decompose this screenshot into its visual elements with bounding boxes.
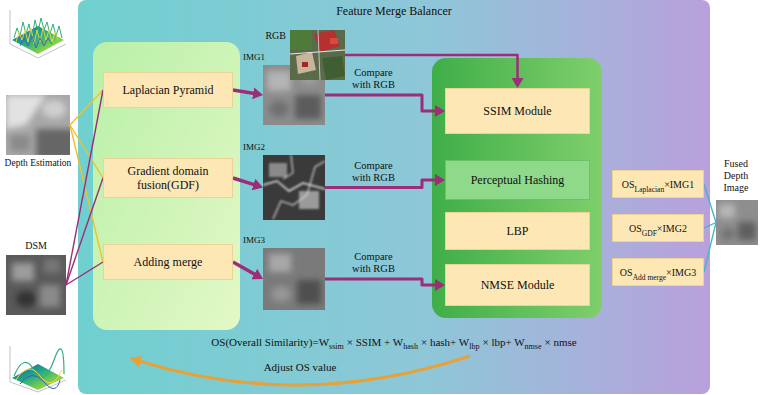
- subscript: nmse: [525, 342, 542, 351]
- metric-module: NMSE Module: [445, 264, 590, 306]
- formula-part: × SSIM + W: [347, 336, 404, 348]
- box-label: NMSE Module: [481, 278, 555, 292]
- box-label: Perceptual Hashing: [471, 173, 565, 187]
- subscript: Add merge: [633, 273, 666, 282]
- formula-part: × hash+ W: [421, 336, 469, 348]
- formula-part: OS: [620, 267, 633, 278]
- formula-part: ×IMG1: [664, 179, 694, 190]
- connector: [233, 262, 258, 276]
- connector: [704, 184, 716, 223]
- connector: [66, 90, 103, 285]
- weighted-formula: OSGDF×IMG2: [629, 218, 687, 238]
- connector: [233, 90, 257, 94]
- formula-part: × lbp+ W: [482, 336, 524, 348]
- image-label: Fused Depth Image: [712, 158, 760, 194]
- panel-title: Feature Merge Balancer: [78, 4, 710, 19]
- image-label: IMG3: [243, 235, 265, 246]
- merged-image: [263, 155, 325, 220]
- loop-label: Adjust OS value: [240, 361, 360, 373]
- image-label: RGB: [265, 30, 286, 42]
- formula-part: ×IMG2: [657, 223, 687, 234]
- formula-part: ×IMG3: [666, 267, 696, 278]
- similarity-formula: OS(Overall Similarity)=Wssim× SSIM + Wha…: [78, 336, 710, 351]
- formula-part: OS(Overall Similarity)=W: [211, 336, 329, 348]
- box-label: LBP: [506, 224, 528, 238]
- subscript: GDF: [642, 229, 657, 238]
- connector: [70, 125, 103, 178]
- formula-part: OS: [629, 223, 642, 234]
- panel-ground: [78, 0, 710, 394]
- edge-label: Compare with RGB: [345, 251, 403, 275]
- weighted-formula: OSLaplacian×IMG1: [622, 174, 694, 194]
- process-box: Adding merge: [103, 244, 233, 280]
- process-box: Laplacian Pyramid: [103, 72, 233, 108]
- image-label: Depth Estimation: [5, 158, 72, 169]
- metric-module: SSIM Module: [445, 88, 590, 134]
- process-box: Gradient domain fusion(GDF): [103, 158, 233, 198]
- rgb-image: [290, 30, 345, 80]
- surface-plot: [10, 10, 66, 58]
- image-label: DSM: [25, 240, 47, 252]
- weighted-box: OSGDF×IMG2: [612, 214, 704, 242]
- subscript: lbp: [469, 342, 479, 351]
- connector: [66, 178, 103, 285]
- weighted-box: OSAdd merge×IMG3: [612, 258, 704, 286]
- fused-output: Fused Depth Image: [716, 200, 758, 245]
- metric-group: [432, 58, 602, 318]
- depth-image: [6, 95, 76, 159]
- subscript: Laplacian: [635, 185, 665, 194]
- formula-part: OS: [622, 179, 635, 190]
- edge-label: Compare with RGB: [345, 67, 403, 91]
- connector: [325, 279, 439, 285]
- merged-image: IMG2: [263, 155, 325, 220]
- rgb-input: RGB: [290, 30, 345, 80]
- method-group: [93, 42, 240, 330]
- metric-module: Perceptual Hashing: [445, 160, 590, 200]
- subscript: hash: [403, 342, 418, 351]
- box-label: Laplacian Pyramid: [123, 83, 214, 97]
- dsm-input: DSM: [6, 255, 66, 315]
- dsm-image: [6, 255, 66, 315]
- merged-image: [263, 248, 325, 310]
- weighted-formula: OSAdd merge×IMG3: [620, 262, 696, 282]
- connector: [704, 223, 716, 273]
- merged-image: IMG3: [263, 248, 325, 310]
- feedback-arrow: [136, 356, 470, 385]
- surface-plot: [10, 346, 66, 392]
- metric-module: LBP: [445, 212, 590, 250]
- subscript: ssim: [329, 342, 344, 351]
- weighted-box: OSLaplacian×IMG1: [612, 170, 704, 198]
- connector: [233, 178, 257, 186]
- image-label: IMG2: [243, 142, 265, 153]
- box-label: Adding merge: [134, 255, 203, 269]
- formula-part: × nmse: [544, 336, 576, 348]
- box-label: Gradient domain fusion(GDF): [110, 164, 226, 192]
- image-label: IMG1: [243, 52, 265, 63]
- connector: [325, 95, 439, 111]
- depth-input: Depth Estimation: [6, 95, 70, 155]
- balancer-panel: Feature Merge BalancerLaplacian PyramidG…: [78, 0, 710, 394]
- merged-image: IMG1: [263, 65, 325, 125]
- connector: [66, 262, 103, 285]
- edge-label: Compare with RGB: [345, 160, 403, 184]
- fused-image: [716, 200, 758, 245]
- box-label: SSIM Module: [483, 104, 551, 118]
